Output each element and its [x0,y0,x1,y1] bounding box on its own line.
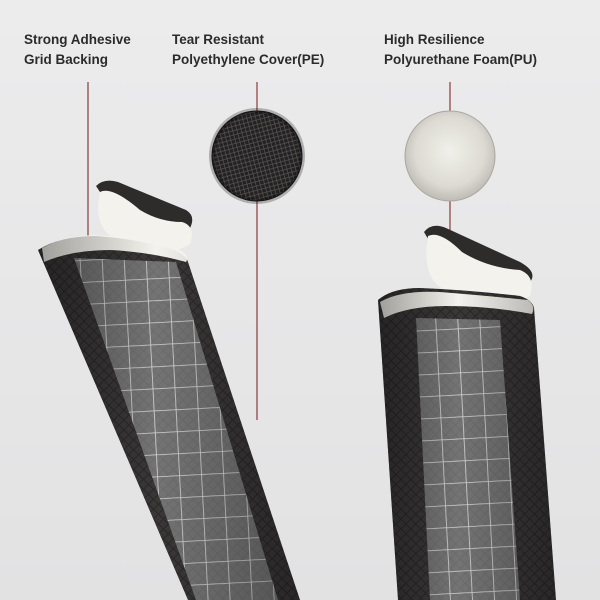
label-pu-line1: High Resilience [384,32,485,47]
label-adhesive-line1: Strong Adhesive [24,32,131,47]
pu-foam-swatch [404,110,496,202]
label-pu-foam: High Resilience Polyurethane Foam(PU) [384,30,537,70]
label-pu-line2: Polyurethane Foam(PU) [384,52,538,67]
label-pe-line2: Polyethylene Cover(PE) [172,52,325,67]
left-seal-strip [38,180,300,600]
label-adhesive-grid-backing: Strong Adhesive Grid Backing [24,30,131,70]
label-pe-cover: Tear Resistant Polyethylene Cover(PE) [172,30,324,70]
right-seal-strip [378,225,556,600]
pe-cover-swatch [211,110,303,202]
label-pe-line1: Tear Resistant [172,32,265,47]
label-adhesive-line2: Grid Backing [24,52,109,67]
